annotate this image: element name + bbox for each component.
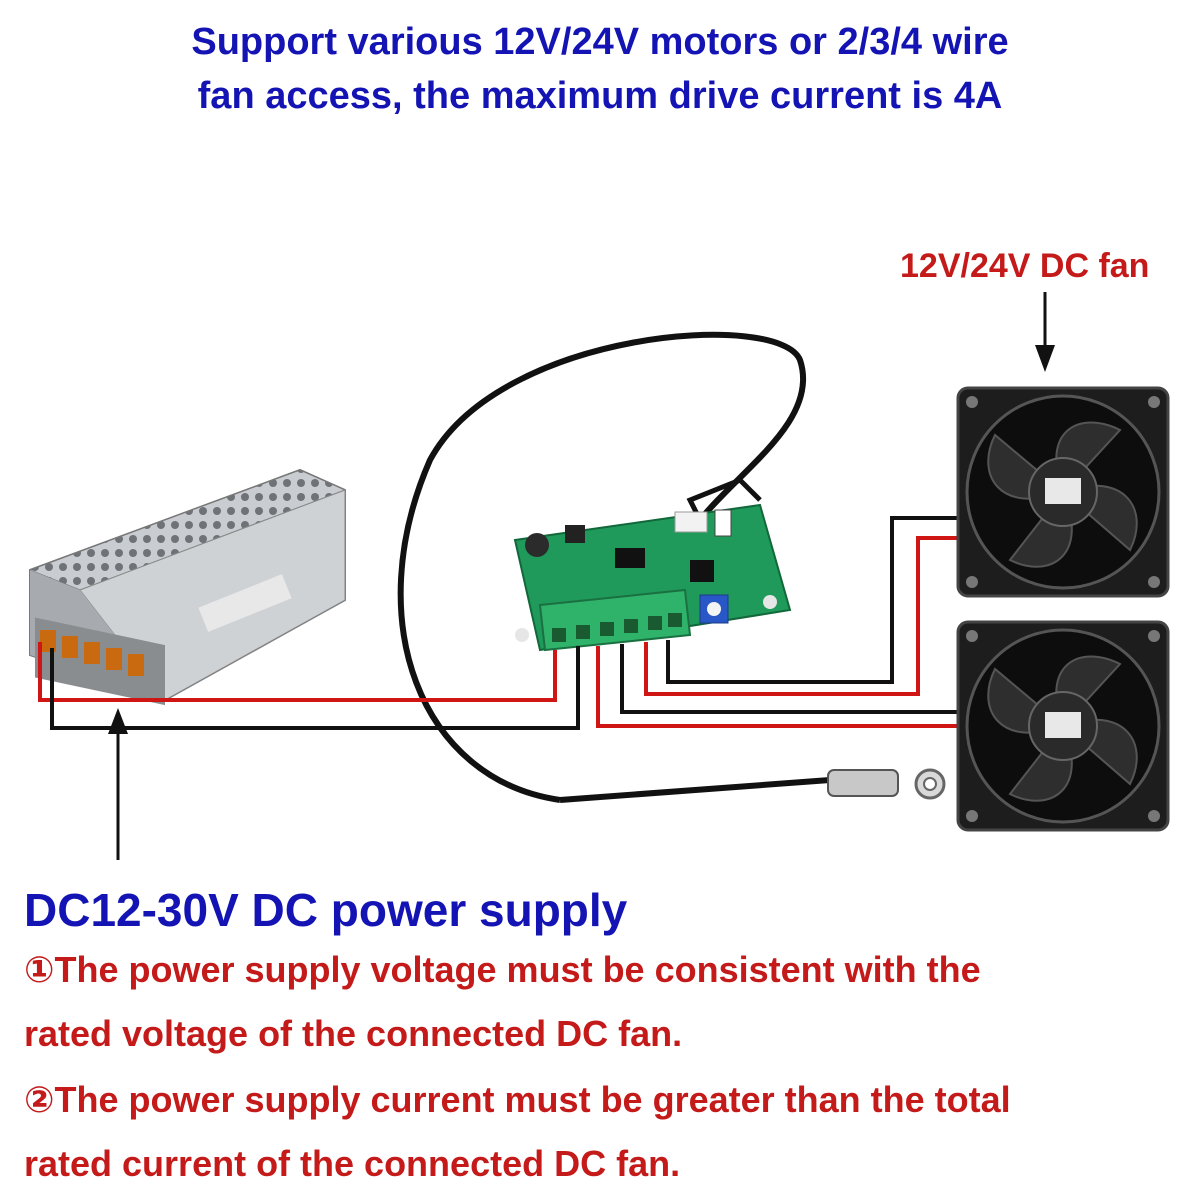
pcb-board-icon (513, 503, 792, 652)
fan-icon (956, 386, 1170, 598)
headline-line-1: Support various 12V/24V motors or 2/3/4 … (191, 21, 1009, 63)
note-1-line-1: ①The power supply voltage must be consis… (24, 949, 981, 990)
power-supply-icon (28, 468, 347, 706)
temperature-probe-icon (559, 768, 946, 803)
note-2-line-2: rated current of the connected DC fan. (24, 1143, 681, 1184)
fan1-black-wire (666, 516, 965, 684)
power-supply-label: DC12-30V DC power supply (24, 884, 628, 936)
fan2-black-wire (620, 644, 965, 714)
power-supply-arrow-icon (108, 708, 128, 860)
fan2-red-wire (596, 646, 965, 728)
fan-arrow-icon (1035, 292, 1055, 372)
fan-icon (956, 620, 1170, 832)
fan1-red-wire (644, 536, 965, 696)
note-1-line-2: rated voltage of the connected DC fan. (24, 1013, 683, 1054)
fan-label: 12V/24V DC fan (900, 247, 1150, 285)
note-2-line-1: ②The power supply current must be greate… (24, 1079, 1011, 1120)
supply-negative-wire (50, 646, 580, 730)
headline-line-2: fan access, the maximum drive current is… (197, 75, 1003, 117)
probe-cable (397, 331, 806, 803)
supply-positive-wire (38, 642, 557, 702)
